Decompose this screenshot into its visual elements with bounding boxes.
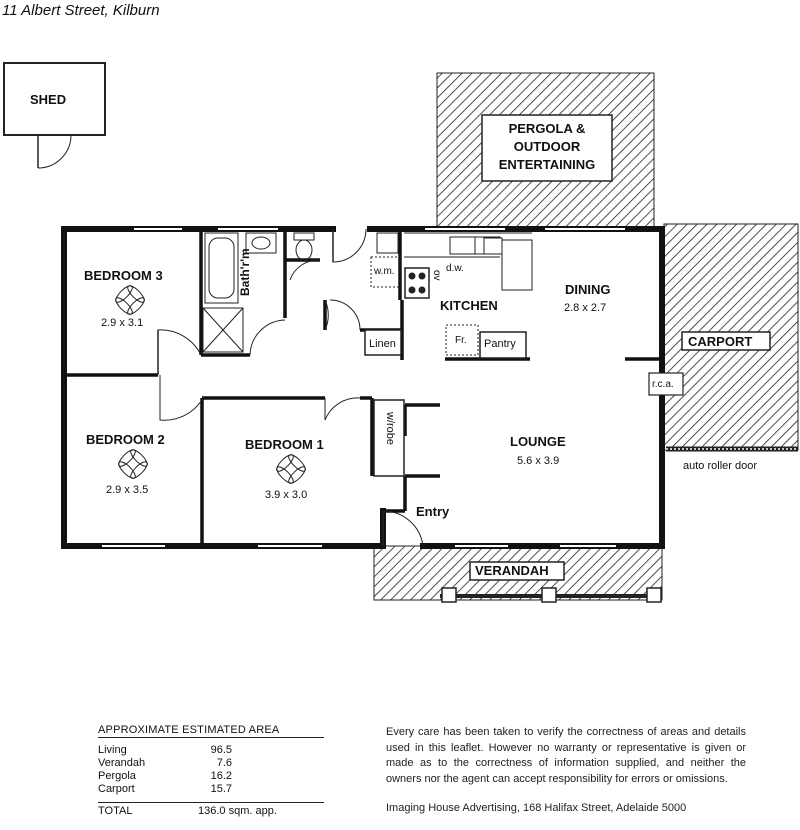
bedroom1-label: BEDROOM 1 [245, 437, 324, 452]
area-row-name: Pergola [98, 770, 136, 782]
area-total-label: TOTAL [98, 805, 133, 817]
wardrobe [373, 399, 405, 477]
pergola-label: PERGOLA & OUTDOOR ENTERTAINING [486, 120, 608, 174]
wardrobe-label: w/robe [384, 412, 396, 446]
bath-fixtures [202, 232, 401, 353]
fridge-label: Fr. [455, 335, 467, 346]
area-row: Living 96.5 [98, 744, 324, 757]
bedroom2-label: BEDROOM 2 [86, 432, 165, 447]
area-row-name: Carport [98, 783, 135, 795]
dining-label: DINING [565, 282, 611, 297]
kitchen-fixtures [364, 232, 533, 359]
disclaimer-text: Every care has been taken to verify the … [386, 726, 746, 785]
area-row-name: Verandah [98, 757, 146, 769]
linen-label: Linen [369, 338, 396, 350]
lounge-label: LOUNGE [510, 434, 566, 449]
address-title: 11 Albert Street, Kilburn [2, 2, 160, 19]
shed-label: SHED [30, 92, 67, 107]
area-row-value: 96.5 [210, 744, 232, 756]
bathroom-label: Bath'r'm [238, 248, 252, 296]
entry-label: Entry [416, 504, 450, 519]
pantry-label: Pantry [484, 338, 516, 350]
pergola-line-1: PERGOLA & [508, 121, 586, 136]
door-swings [157, 228, 424, 547]
area-row-name: Living [98, 744, 127, 756]
verandah-label: VERANDAH [475, 563, 549, 578]
area-row-value: 16.2 [210, 770, 232, 782]
rca-label: r.c.a. [652, 379, 674, 390]
pergola-line-3: ENTERTAINING [498, 157, 596, 172]
dw-label: d.w. [446, 263, 464, 274]
carport-label: CARPORT [688, 334, 753, 349]
kitchen-label: KITCHEN [440, 298, 498, 313]
area-row: Verandah 7.6 [98, 757, 324, 770]
area-total-row: TOTAL 136.0 sqm. app. [98, 802, 324, 817]
area-table: APPROXIMATE ESTIMATED AREA Living 96.5 V… [98, 724, 324, 817]
area-row-value: 7.6 [216, 757, 232, 769]
area-row: Carport 15.7 [98, 783, 324, 796]
rca-box [648, 372, 684, 396]
bedroom1-size: 3.9 x 3.0 [265, 489, 308, 501]
wm-label: w.m. [374, 266, 395, 277]
ceiling-fan-bed2 [118, 449, 148, 479]
ceiling-fan-bed3 [115, 285, 145, 315]
roller-door-label: auto roller door [683, 460, 757, 472]
area-table-heading: APPROXIMATE ESTIMATED AREA [98, 724, 324, 738]
ceiling-fan-bed1 [276, 454, 306, 484]
area-row: Pergola 16.2 [98, 770, 324, 783]
pergola-line-2: OUTDOOR [513, 139, 581, 154]
windows [102, 228, 625, 547]
area-total-value: 136.0 sqm. app. [198, 805, 277, 817]
oven-label: ov [431, 270, 442, 281]
bedroom3-label: BEDROOM 3 [84, 268, 163, 283]
bedroom3-size: 2.9 x 3.1 [101, 317, 144, 329]
area-row-value: 15.7 [210, 783, 232, 795]
credit-line: Imaging House Advertising, 168 Halifax S… [386, 802, 687, 814]
dining-size: 2.8 x 2.7 [564, 302, 607, 314]
shed [3, 62, 106, 169]
lounge-size: 5.6 x 3.9 [517, 455, 560, 467]
bedroom2-size: 2.9 x 3.5 [106, 484, 149, 496]
